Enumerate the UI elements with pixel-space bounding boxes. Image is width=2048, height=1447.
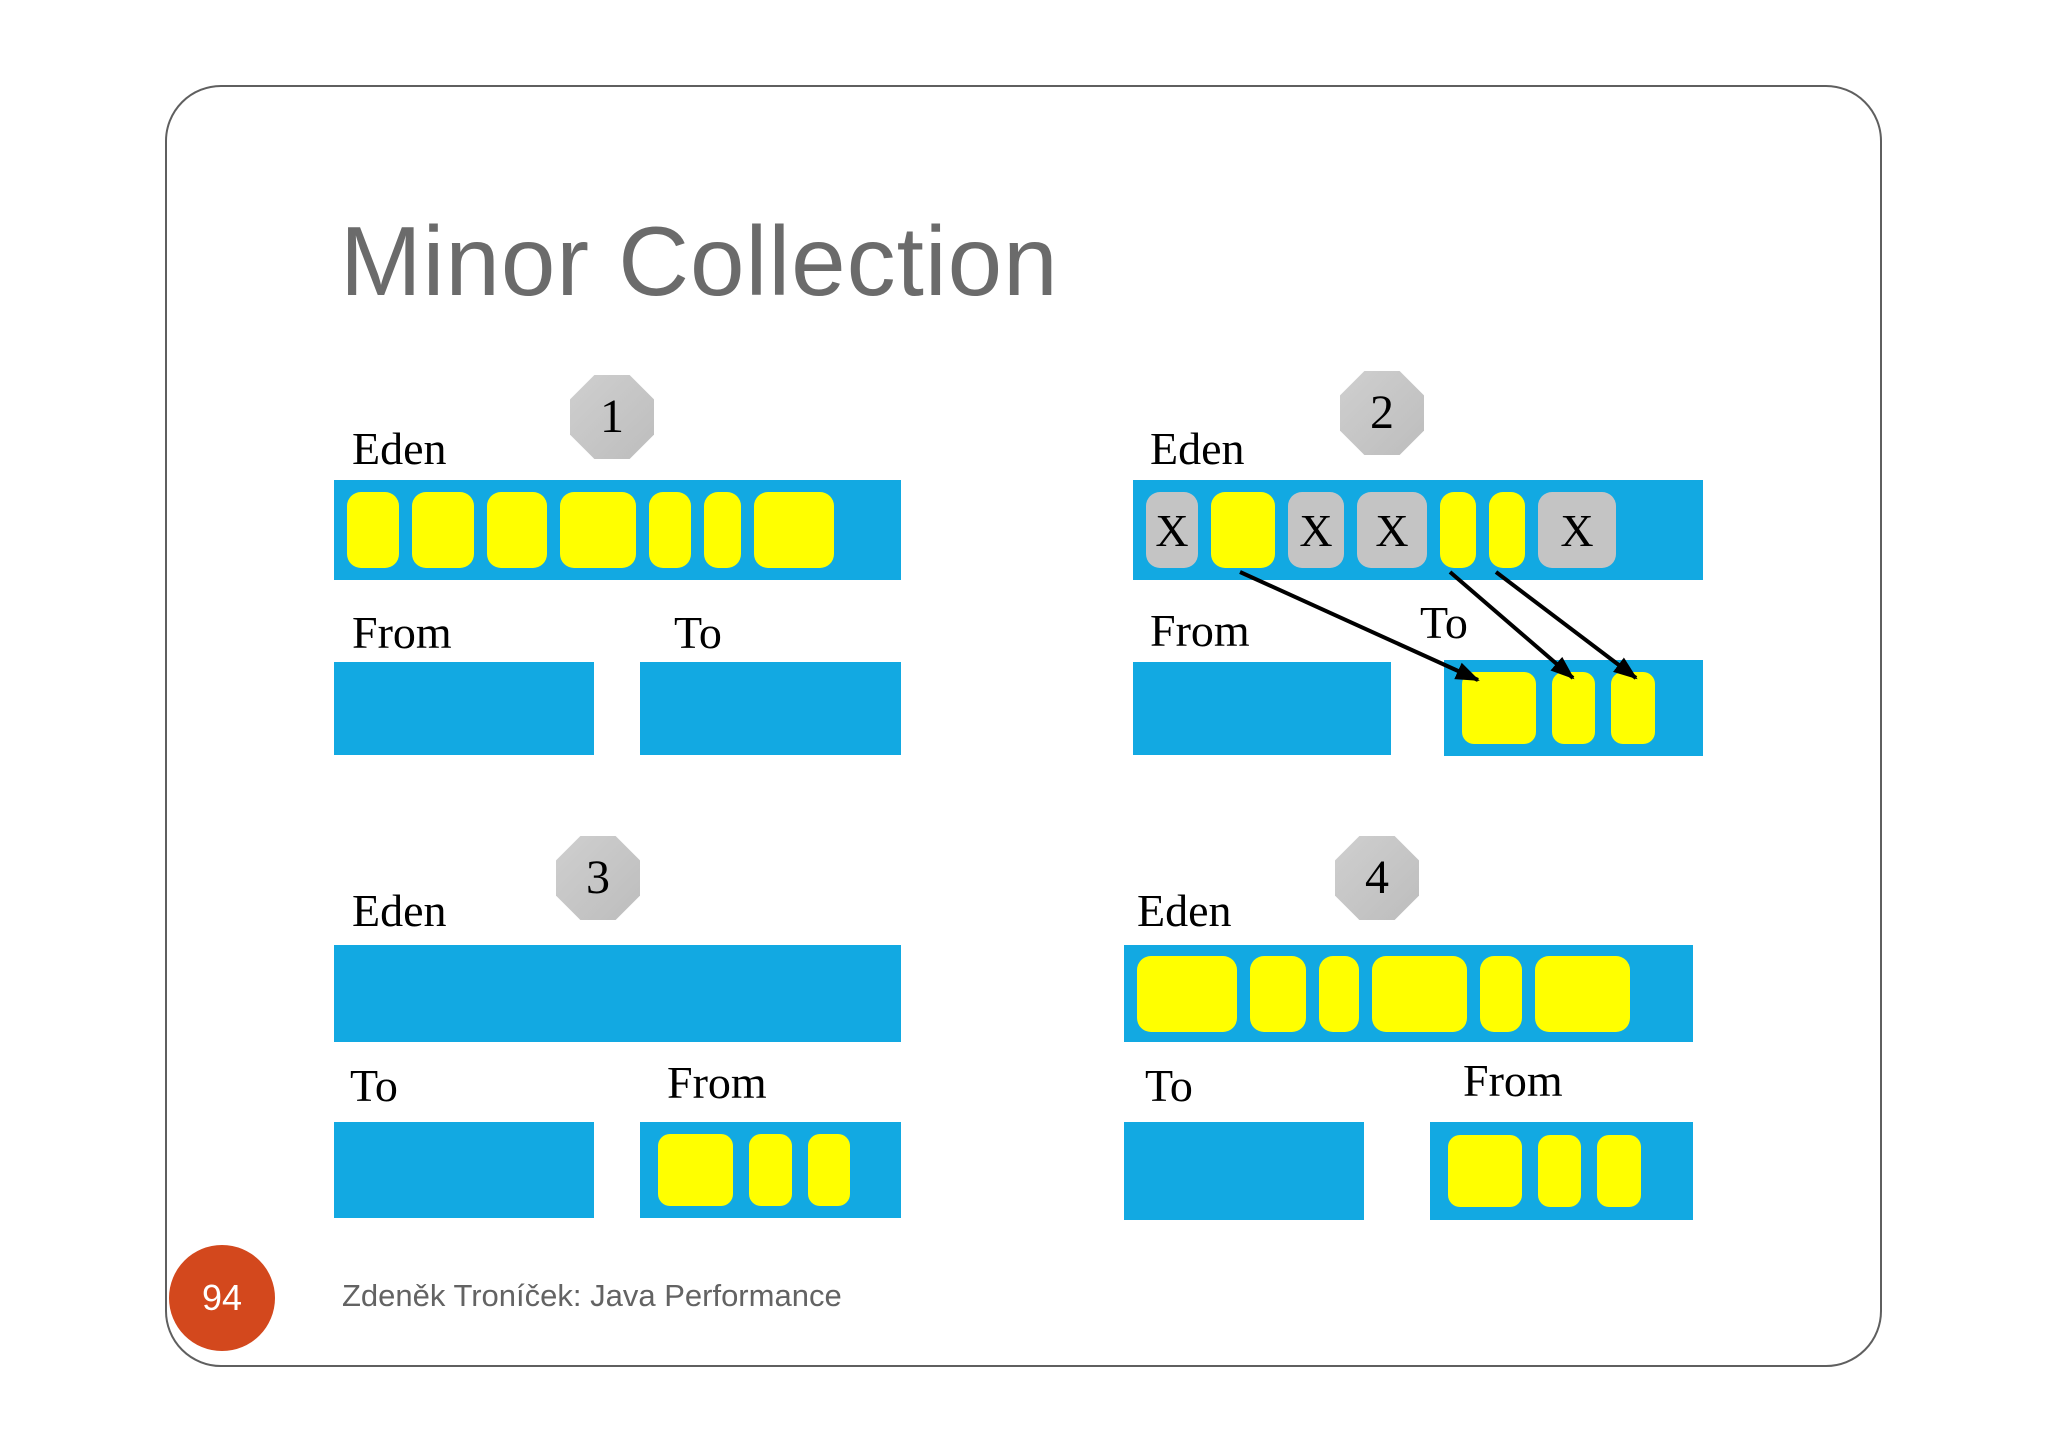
d2-to-space	[1444, 660, 1703, 756]
object-block	[1462, 672, 1536, 744]
object-block	[1538, 1135, 1581, 1207]
d4-eden-space	[1124, 945, 1693, 1042]
object-block	[1448, 1135, 1522, 1207]
object-block	[1489, 492, 1525, 568]
object-block	[749, 1134, 792, 1206]
d4-from-label: From	[1463, 1055, 1563, 1106]
page-number: 94	[201, 1277, 243, 1318]
object-block	[808, 1134, 850, 1206]
d2-from-label: From	[1150, 605, 1250, 656]
d3-eden-label: Eden	[352, 885, 447, 936]
step-number: 1	[600, 390, 624, 443]
object-block	[1211, 492, 1275, 568]
d1-from-space	[334, 662, 594, 755]
object-block	[1611, 672, 1655, 744]
step-number: 4	[1365, 851, 1389, 904]
dead-object-block: X	[1538, 492, 1616, 568]
step-number: 3	[586, 851, 610, 904]
d1-eden-space	[334, 480, 901, 580]
object-block	[704, 492, 741, 568]
object-block	[1597, 1135, 1641, 1207]
d1-to-label: To	[674, 607, 722, 658]
d1-from-label: From	[352, 607, 452, 658]
d1-to-space	[640, 662, 901, 755]
slide-title: Minor Collection	[340, 206, 1059, 316]
object-block	[412, 492, 474, 568]
dead-object-block: X	[1146, 492, 1198, 568]
object-block	[754, 492, 834, 568]
d2-to-label: To	[1420, 597, 1468, 648]
d4-eden-label: Eden	[1137, 885, 1232, 936]
step-badge-4: 4	[1335, 836, 1419, 920]
object-block	[1552, 672, 1595, 744]
object-block	[1440, 492, 1476, 568]
d3-eden-space	[334, 945, 901, 1042]
object-block	[560, 492, 636, 568]
dead-object-block: X	[1288, 492, 1344, 568]
footer-text: Zdeněk Troníček: Java Performance	[342, 1278, 842, 1313]
object-block	[1372, 955, 1467, 1032]
dead-object-block: X	[1357, 492, 1427, 568]
d3-to-space	[334, 1122, 594, 1218]
d4-to-label: To	[1145, 1060, 1193, 1111]
object-block	[487, 492, 547, 568]
d4-to-space	[1124, 1122, 1364, 1220]
d2-eden-label: Eden	[1150, 423, 1245, 474]
object-block	[347, 492, 399, 568]
object-block	[1535, 955, 1630, 1032]
d3-from-space	[640, 1122, 901, 1218]
step-badge-2: 2	[1340, 371, 1424, 455]
step-number: 2	[1370, 386, 1394, 439]
step-badge-1: 1	[570, 375, 654, 459]
object-block	[649, 492, 691, 568]
object-block	[658, 1134, 733, 1206]
d2-from-space	[1133, 662, 1391, 755]
d4-from-space	[1430, 1122, 1693, 1220]
object-block	[1137, 955, 1237, 1032]
d3-from-label: From	[667, 1057, 767, 1108]
d1-eden-label: Eden	[352, 423, 447, 474]
object-block	[1250, 955, 1306, 1032]
object-block	[1480, 955, 1522, 1032]
d3-to-label: To	[350, 1060, 398, 1111]
page-number-badge: 94	[169, 1245, 275, 1351]
step-badge-3: 3	[556, 836, 640, 920]
object-block	[1319, 955, 1359, 1032]
